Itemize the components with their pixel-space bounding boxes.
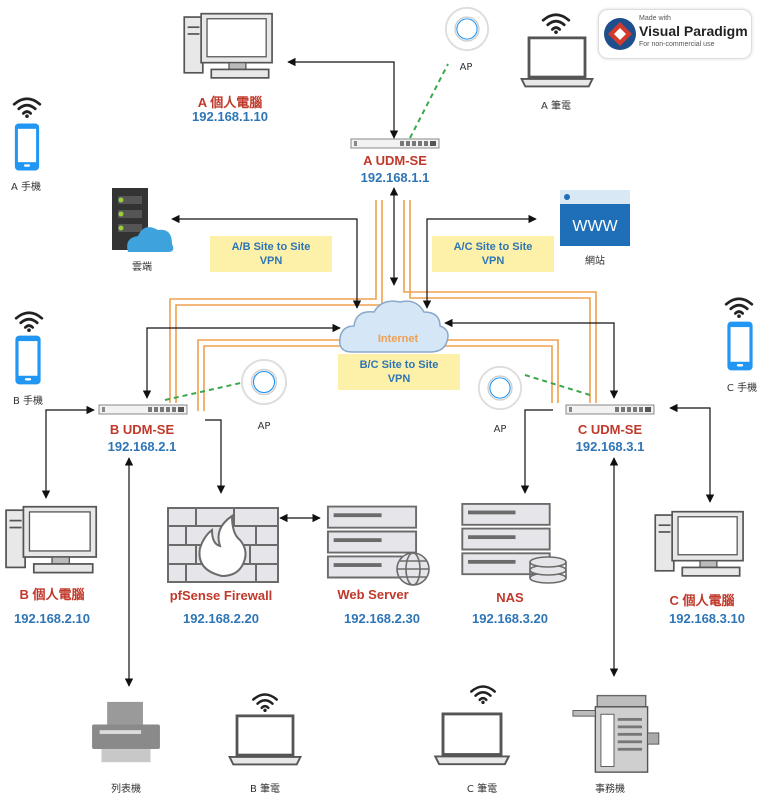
vpn-bc-line2: VPN	[387, 373, 411, 385]
nas-icon	[461, 502, 567, 584]
ap-b-label: AP	[257, 421, 271, 432]
router-c-ip: 192.168.3.1	[575, 439, 645, 454]
wired-links	[41, 57, 715, 687]
wifi-icon	[541, 13, 571, 34]
pc-c-name: C 個人電腦	[669, 593, 735, 608]
phone-b-label: B 手機	[12, 396, 44, 407]
website-icon	[560, 190, 630, 246]
laptop-c-label: C 筆電	[466, 784, 498, 795]
phone-icon	[727, 321, 753, 371]
pc-b-name: B 個人電腦	[19, 587, 85, 602]
visual-paradigm-watermark: Made with Visual Paradigm For non-commer…	[598, 9, 752, 59]
web-server-name: Web Server	[337, 587, 409, 602]
pc-b-ip: 192.168.2.10	[14, 611, 90, 626]
vpn-box-ab: A/B Site to Site VPN	[210, 236, 332, 272]
firewall-ip: 192.168.2.20	[183, 611, 259, 626]
laptop-icon	[433, 712, 511, 766]
phone-icon	[14, 123, 40, 171]
cloud-service-label: 雲端	[132, 262, 152, 273]
router-icon	[350, 138, 440, 149]
router-b-name: B UDM-SE	[109, 422, 175, 437]
wifi-icon	[251, 693, 279, 712]
wifi-icon	[469, 685, 497, 704]
mfp-icon	[572, 694, 660, 773]
nas-ip: 192.168.3.20	[472, 611, 548, 626]
access-point-icon	[240, 358, 288, 406]
www-label: WWW	[572, 218, 618, 235]
router-a-ip: 192.168.1.1	[360, 170, 430, 185]
router-icon	[565, 404, 655, 415]
ap-a-label: AP	[459, 62, 473, 73]
pc-a-name: A 個人電腦	[197, 95, 263, 110]
mfp-label: 事務機	[595, 784, 625, 795]
firewall-name: pfSense Firewall	[169, 588, 273, 603]
watermark-brand: Visual Paradigm	[639, 23, 748, 39]
printer-icon	[92, 701, 160, 763]
pc-a-ip: 192.168.1.10	[192, 109, 268, 124]
vpn-ac-line2: VPN	[481, 255, 505, 267]
phone-icon	[15, 335, 41, 385]
nas-name: NAS	[496, 590, 524, 605]
vpn-ac-line1: A/C Site to Site	[453, 241, 533, 253]
wifi-icon	[14, 311, 44, 332]
watermark-line3: For non-commercial use	[639, 41, 715, 48]
vpn-ab-line1: A/B Site to Site	[231, 241, 311, 253]
ap-c-label: AP	[493, 424, 507, 435]
laptop-a-label: A 筆電	[540, 101, 572, 112]
vpn-ab-line2: VPN	[259, 255, 283, 267]
vpn-box-ac: A/C Site to Site VPN	[432, 236, 554, 272]
router-b-ip: 192.168.2.1	[107, 439, 177, 454]
server-cloud-icon	[112, 188, 174, 252]
wireless-links	[164, 63, 591, 401]
pc-c-ip: 192.168.3.10	[669, 611, 745, 626]
vpn-box-bc: B/C Site to Site VPN	[338, 354, 460, 390]
watermark-line1: Made with	[639, 15, 671, 22]
laptop-icon	[520, 36, 594, 88]
desktop-pc-icon	[183, 12, 274, 79]
visual-paradigm-logo-icon	[604, 18, 636, 50]
router-icon	[98, 404, 188, 415]
access-point-icon	[477, 365, 523, 411]
globe-icon	[396, 552, 430, 586]
printer-label: 列表機	[111, 784, 141, 795]
website-label: 網站	[585, 256, 605, 267]
phone-c-label: C 手機	[726, 383, 758, 394]
desktop-pc-icon	[654, 510, 745, 577]
wifi-icon	[724, 297, 754, 318]
web-server-ip: 192.168.2.30	[344, 611, 420, 626]
desktop-pc-icon	[5, 505, 98, 574]
wifi-icon	[12, 97, 42, 118]
phone-a-label: A 手機	[10, 182, 42, 193]
laptop-b-label: B 筆電	[249, 784, 281, 795]
vpn-bc-line1: B/C Site to Site	[359, 359, 439, 371]
router-a-name: A UDM-SE	[363, 153, 427, 168]
cloud-icon	[339, 300, 449, 353]
access-point-icon	[444, 6, 490, 52]
router-c-name: C UDM-SE	[577, 422, 643, 437]
laptop-icon	[228, 714, 302, 766]
internet-label: Internet	[377, 333, 419, 345]
firewall-icon	[167, 507, 279, 583]
